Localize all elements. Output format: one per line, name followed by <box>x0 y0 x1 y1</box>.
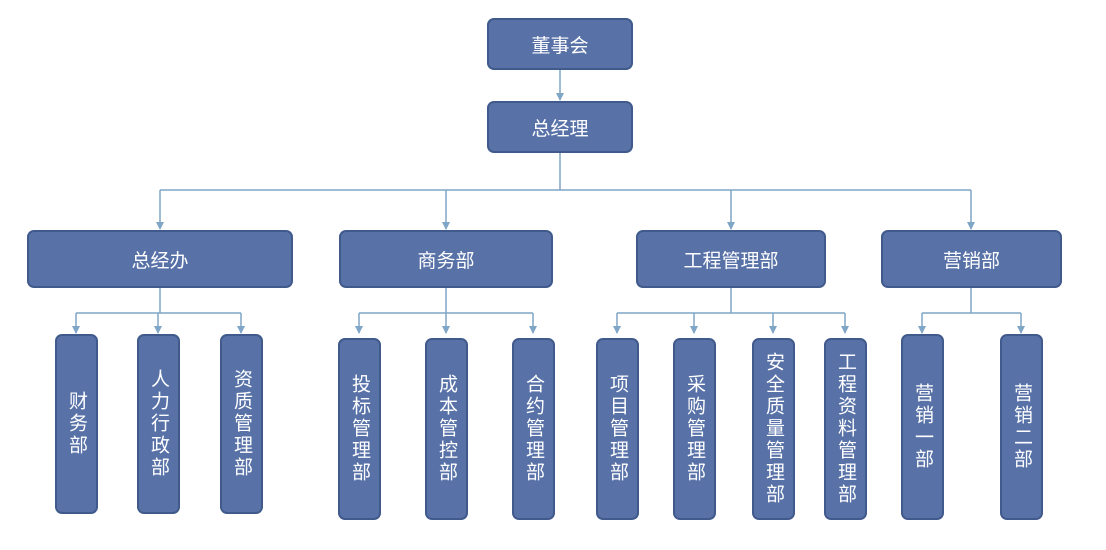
sub-box-procurement: 采购管理部 <box>673 338 716 520</box>
sub-box-qualification: 资质管理部 <box>220 334 263 514</box>
sub-box-finance: 财务部 <box>55 334 98 514</box>
sub-box-safety-quality: 安全质量管理部 <box>752 338 795 520</box>
board-box: 董事会 <box>487 18 633 70</box>
sub-box-hr-admin: 人力行政部 <box>137 334 180 514</box>
sub-box-marketing-2: 营销二部 <box>1000 334 1043 520</box>
sub-box-project: 项目管理部 <box>596 338 639 520</box>
sub-box-bidding: 投标管理部 <box>338 338 381 520</box>
dept-box-marketing: 营销部 <box>881 230 1062 288</box>
sub-box-engineering-docs: 工程资料管理部 <box>824 338 867 520</box>
sub-box-contract: 合约管理部 <box>512 338 555 520</box>
ceo-box: 总经理 <box>487 101 633 153</box>
dept-box-commerce: 商务部 <box>339 230 553 288</box>
dept-box-general-office: 总经办 <box>27 230 293 288</box>
dept-box-engineering: 工程管理部 <box>636 230 826 288</box>
sub-box-marketing-1: 营销一部 <box>901 334 944 520</box>
sub-box-cost-control: 成本管控部 <box>425 338 468 520</box>
